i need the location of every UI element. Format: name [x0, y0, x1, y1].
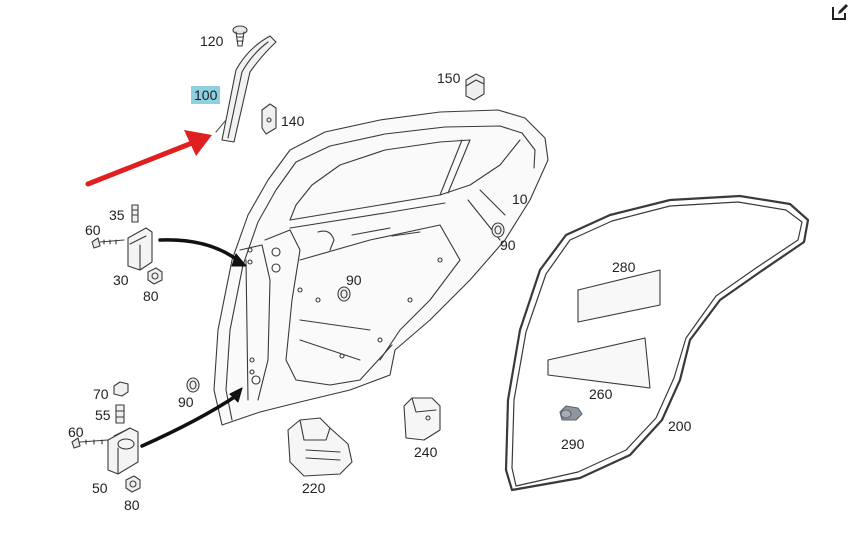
- label-290: 290: [561, 436, 585, 452]
- hinge-upper-arrow: [158, 238, 242, 264]
- label-90-left: 90: [178, 394, 194, 410]
- label-10: 10: [512, 191, 528, 207]
- part-120-screw: [232, 25, 248, 47]
- part-90-grommet-mid: [337, 286, 351, 302]
- label-150: 150: [437, 70, 461, 86]
- label-280: 280: [612, 259, 636, 275]
- label-55: 55: [95, 407, 111, 423]
- label-60-bottom: 60: [68, 424, 84, 440]
- part-80-nut-bottom: [125, 475, 141, 493]
- label-35: 35: [109, 207, 125, 223]
- label-200: 200: [668, 418, 692, 434]
- hinge-upper-arrow-head: [231, 253, 247, 267]
- part-290-clip: [559, 405, 583, 421]
- hinge-lower-arrow-head: [229, 387, 243, 403]
- label-50: 50: [92, 480, 108, 496]
- part-200-seal: [504, 194, 810, 492]
- label-120: 120: [200, 33, 224, 49]
- part-140-clip: [261, 103, 277, 135]
- part-260-sheet: [547, 337, 651, 389]
- part-50-hinge-lower: [107, 427, 139, 475]
- part-280-sheet: [577, 269, 661, 323]
- door-shell: [213, 109, 549, 426]
- part-220-bracket: [287, 417, 353, 477]
- label-70: 70: [93, 386, 109, 402]
- part-240-support: [403, 397, 441, 441]
- part-90-grommet-left: [186, 377, 200, 393]
- part-60-bolt-bottom: [71, 437, 109, 449]
- label-60-top: 60: [85, 222, 101, 238]
- label-260: 260: [589, 386, 613, 402]
- part-90-grommet-top: [491, 222, 505, 238]
- label-220: 220: [302, 480, 326, 496]
- label-240: 240: [414, 444, 438, 460]
- label-90-mid: 90: [346, 272, 362, 288]
- label-30: 30: [113, 272, 129, 288]
- part-30-hinge-upper: [127, 227, 153, 271]
- part-55-bolt: [115, 404, 125, 424]
- label-140: 140: [281, 113, 305, 129]
- part-35-bolt: [131, 204, 139, 223]
- part-100-window-trim: [221, 35, 277, 143]
- label-90-top: 90: [500, 237, 516, 253]
- red-pointer-arrow: [85, 130, 212, 187]
- part-150-bracket: [465, 73, 485, 101]
- edit-icon[interactable]: [830, 2, 850, 22]
- hinge-lower-arrow: [140, 394, 238, 448]
- label-80-top: 80: [143, 288, 159, 304]
- part-80-nut-top: [147, 267, 163, 285]
- part-60-bolt-top: [91, 237, 125, 249]
- label-100: 100: [191, 86, 221, 104]
- label-80-bottom: 80: [124, 497, 140, 513]
- part-70-nut: [113, 381, 129, 397]
